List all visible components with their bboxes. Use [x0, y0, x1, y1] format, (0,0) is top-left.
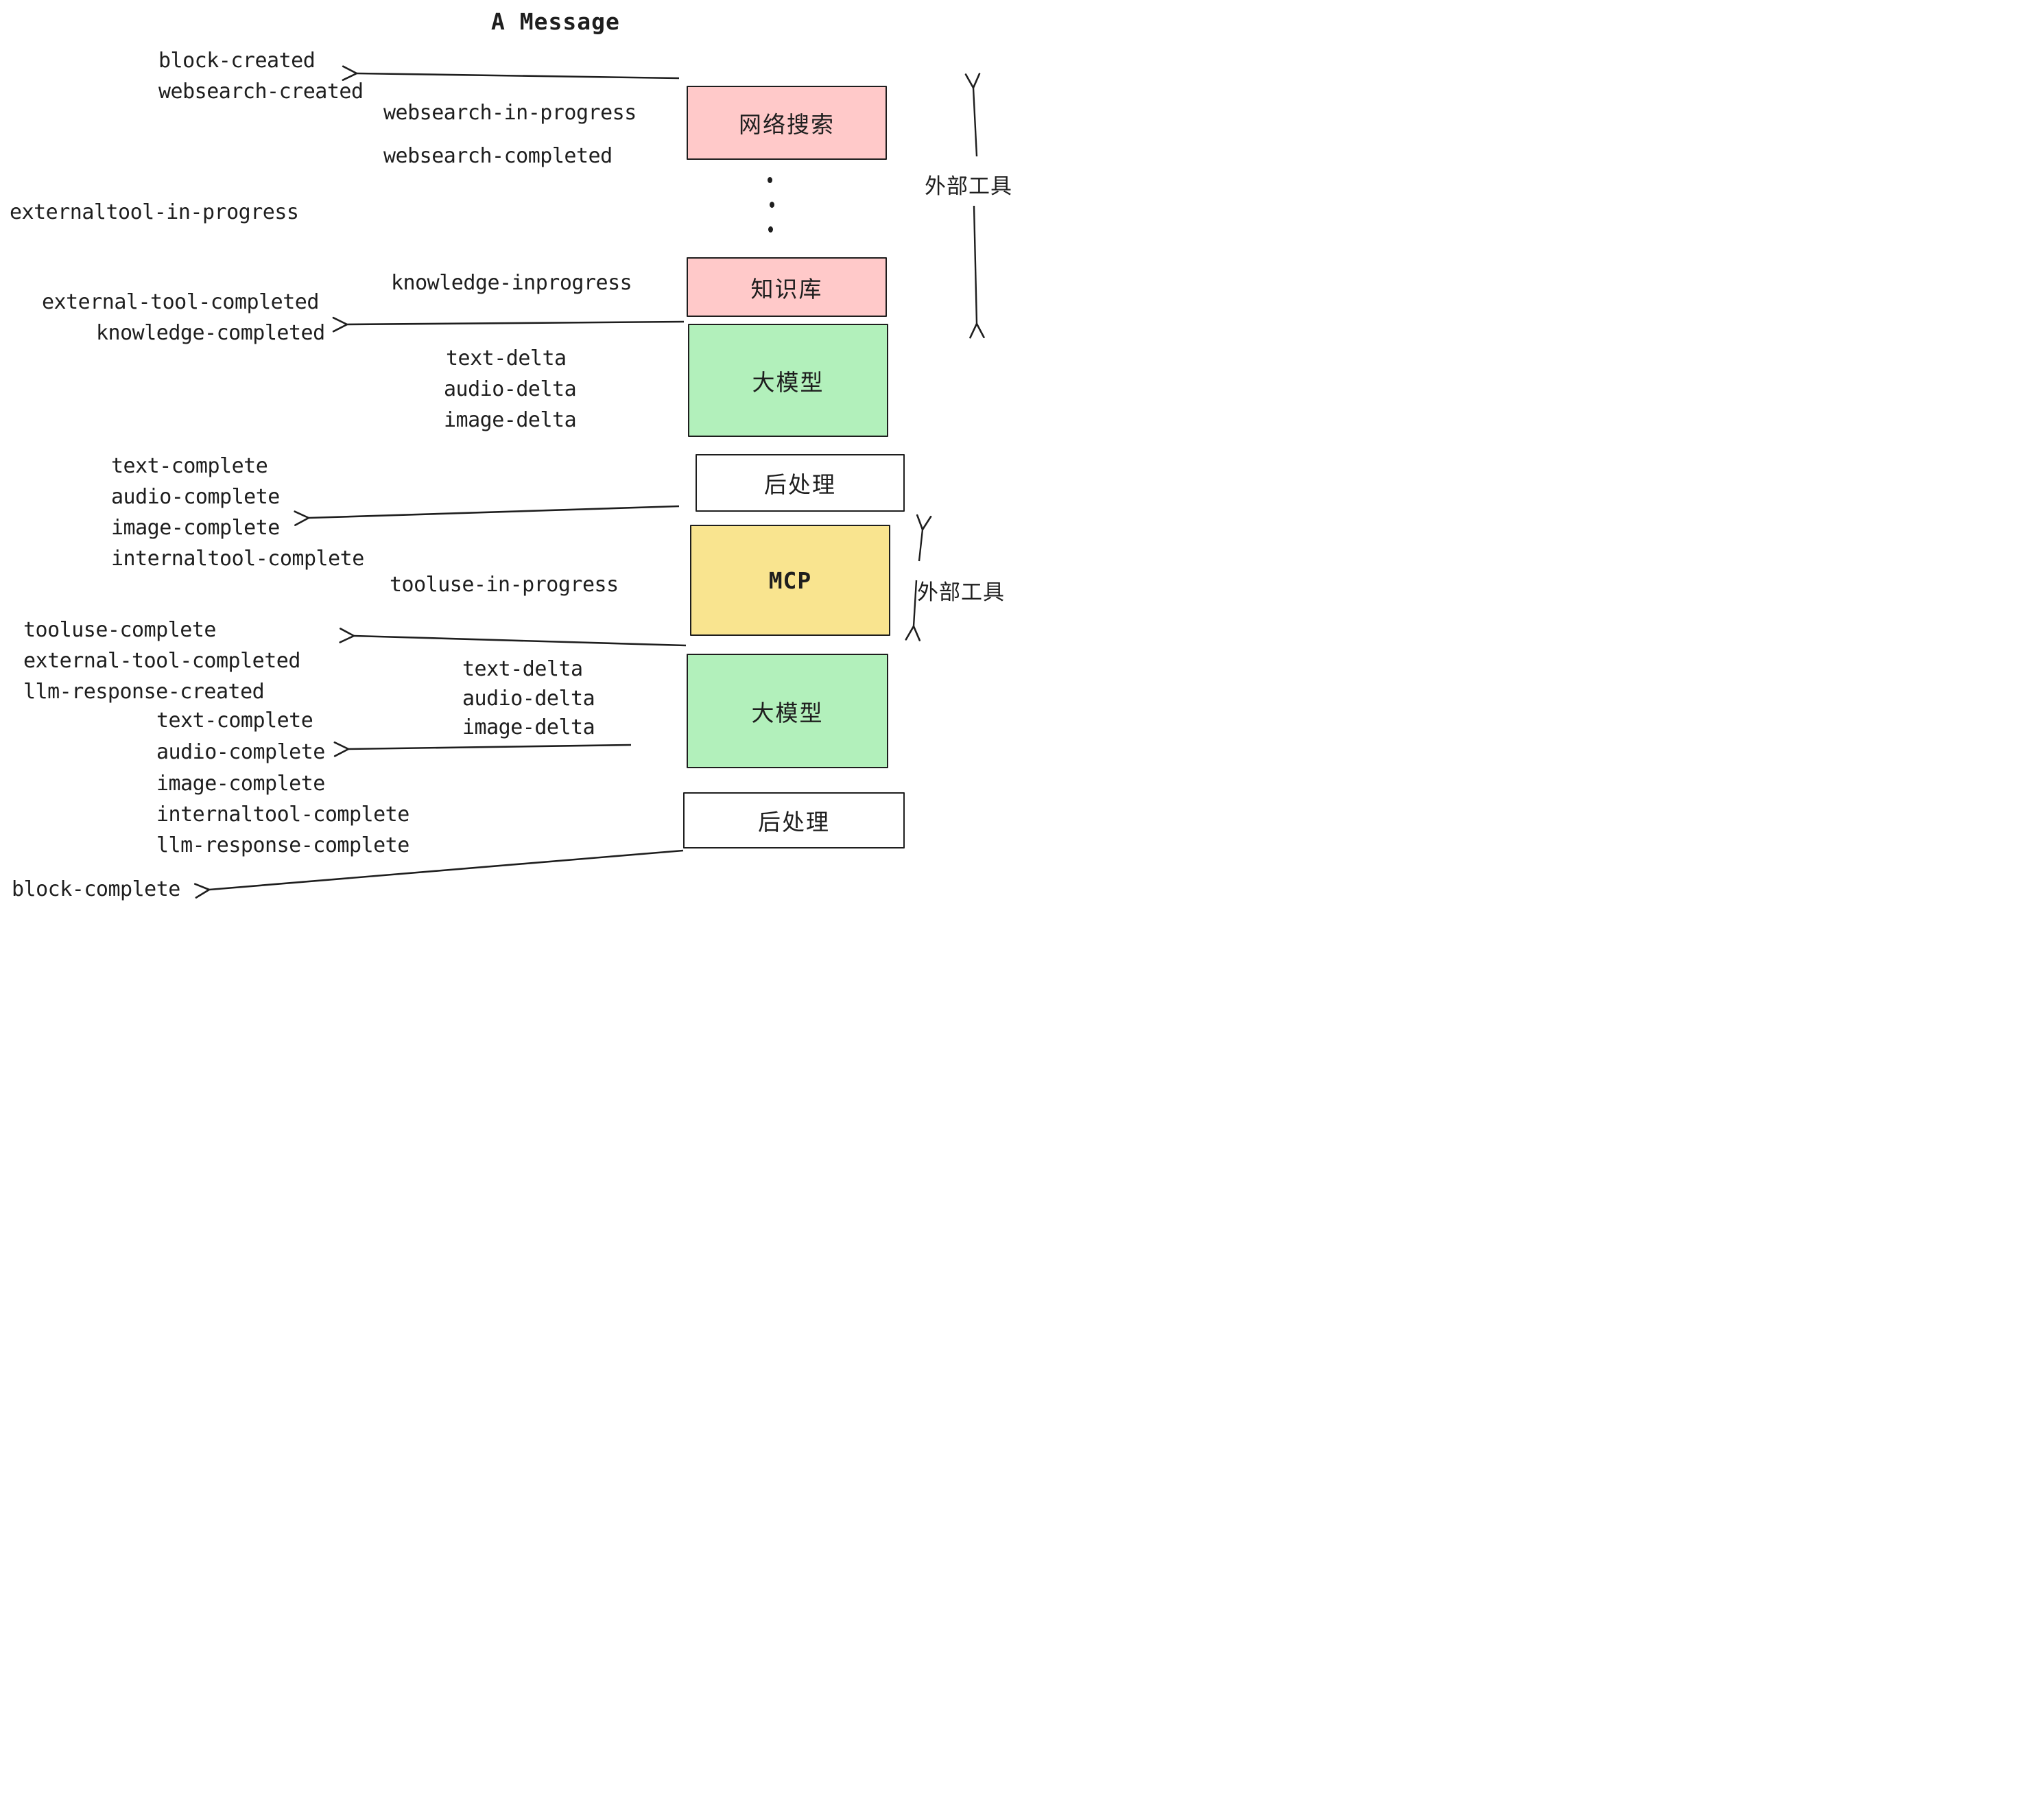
event-audio-complete: audio-complete — [111, 485, 280, 509]
box-llm-1-label: 大模型 — [752, 368, 824, 396]
message-flow-diagram: A Message block-created websearch-create… — [0, 0, 1022, 902]
event-llm-response-created: llm-response-created — [23, 680, 265, 704]
event-tooluse-in-progress: tooluse-in-progress — [390, 573, 619, 597]
ellipsis-dot-3 — [768, 226, 773, 233]
box-knowledge: 知识库 — [687, 257, 887, 317]
event-tooluse-complete: tooluse-complete — [23, 618, 216, 642]
event-image-delta-2: image-delta — [462, 715, 595, 739]
box-mcp-label: MCP — [768, 567, 812, 594]
event-image-complete: image-complete — [111, 516, 280, 540]
event-text-complete: text-complete — [111, 454, 268, 478]
arrow-llm2-to-audio-complete — [333, 741, 632, 757]
external-tools-top-down-arrow — [969, 205, 985, 339]
event-llm-response-complete: llm-response-complete — [156, 833, 409, 857]
external-tools-bottom-down-arrow — [905, 580, 921, 641]
event-external-tool-completed: external-tool-completed — [42, 290, 319, 314]
arrow-knowledge-to-knowledge-completed — [332, 316, 685, 333]
event-text-delta-2: text-delta — [462, 657, 583, 681]
event-text-delta: text-delta — [446, 346, 567, 370]
box-llm-1: 大模型 — [688, 324, 888, 437]
event-block-created: block-created — [158, 49, 316, 73]
diagram-title: A Message — [491, 8, 620, 35]
box-llm-2: 大模型 — [687, 654, 888, 768]
box-knowledge-label: 知识库 — [750, 275, 823, 302]
event-internaltool-complete-2: internaltool-complete — [156, 803, 409, 827]
external-tools-top-up-arrow — [964, 73, 981, 157]
event-text-complete-2: text-complete — [156, 709, 313, 733]
event-knowledge-completed: knowledge-completed — [96, 321, 325, 345]
event-audio-complete-2: audio-complete — [156, 740, 325, 764]
event-externaltool-in-progress: externaltool-in-progress — [10, 200, 299, 224]
arrow-mcp-to-external-tool-completed — [339, 628, 687, 647]
event-websearch-completed: websearch-completed — [383, 144, 613, 168]
box-websearch-label: 网络搜索 — [739, 111, 835, 138]
arrow-websearch-to-block-created — [342, 65, 680, 82]
box-llm-2-label: 大模型 — [751, 699, 824, 726]
event-image-delta: image-delta — [444, 408, 577, 432]
event-websearch-created: websearch-created — [158, 80, 364, 104]
external-tools-top-label: 外部工具 — [925, 174, 1012, 199]
box-mcp: MCP — [690, 525, 890, 636]
ellipsis-dot-1 — [768, 177, 772, 183]
event-websearch-in-progress: websearch-in-progress — [383, 101, 637, 125]
event-knowledge-inprogress: knowledge-inprogress — [391, 271, 632, 295]
box-postprocess-2-label: 后处理 — [758, 809, 830, 835]
event-internaltool-complete: internaltool-complete — [111, 547, 364, 571]
external-tools-bottom-label: 外部工具 — [917, 580, 1005, 605]
event-external-tool-completed-2: external-tool-completed — [23, 649, 300, 673]
box-postprocess-1-label: 后处理 — [764, 471, 836, 498]
event-image-complete-2: image-complete — [156, 772, 325, 796]
event-block-complete: block-complete — [12, 877, 180, 901]
event-audio-delta: audio-delta — [444, 377, 577, 401]
arrow-postprocess1-to-image-complete — [294, 505, 680, 526]
ellipsis-dot-2 — [770, 202, 774, 208]
box-postprocess-1: 后处理 — [696, 454, 905, 512]
event-audio-delta-2: audio-delta — [462, 687, 595, 711]
box-postprocess-2: 后处理 — [683, 792, 905, 848]
box-websearch: 网络搜索 — [687, 86, 887, 160]
external-tools-bottom-up-arrow — [916, 514, 932, 562]
